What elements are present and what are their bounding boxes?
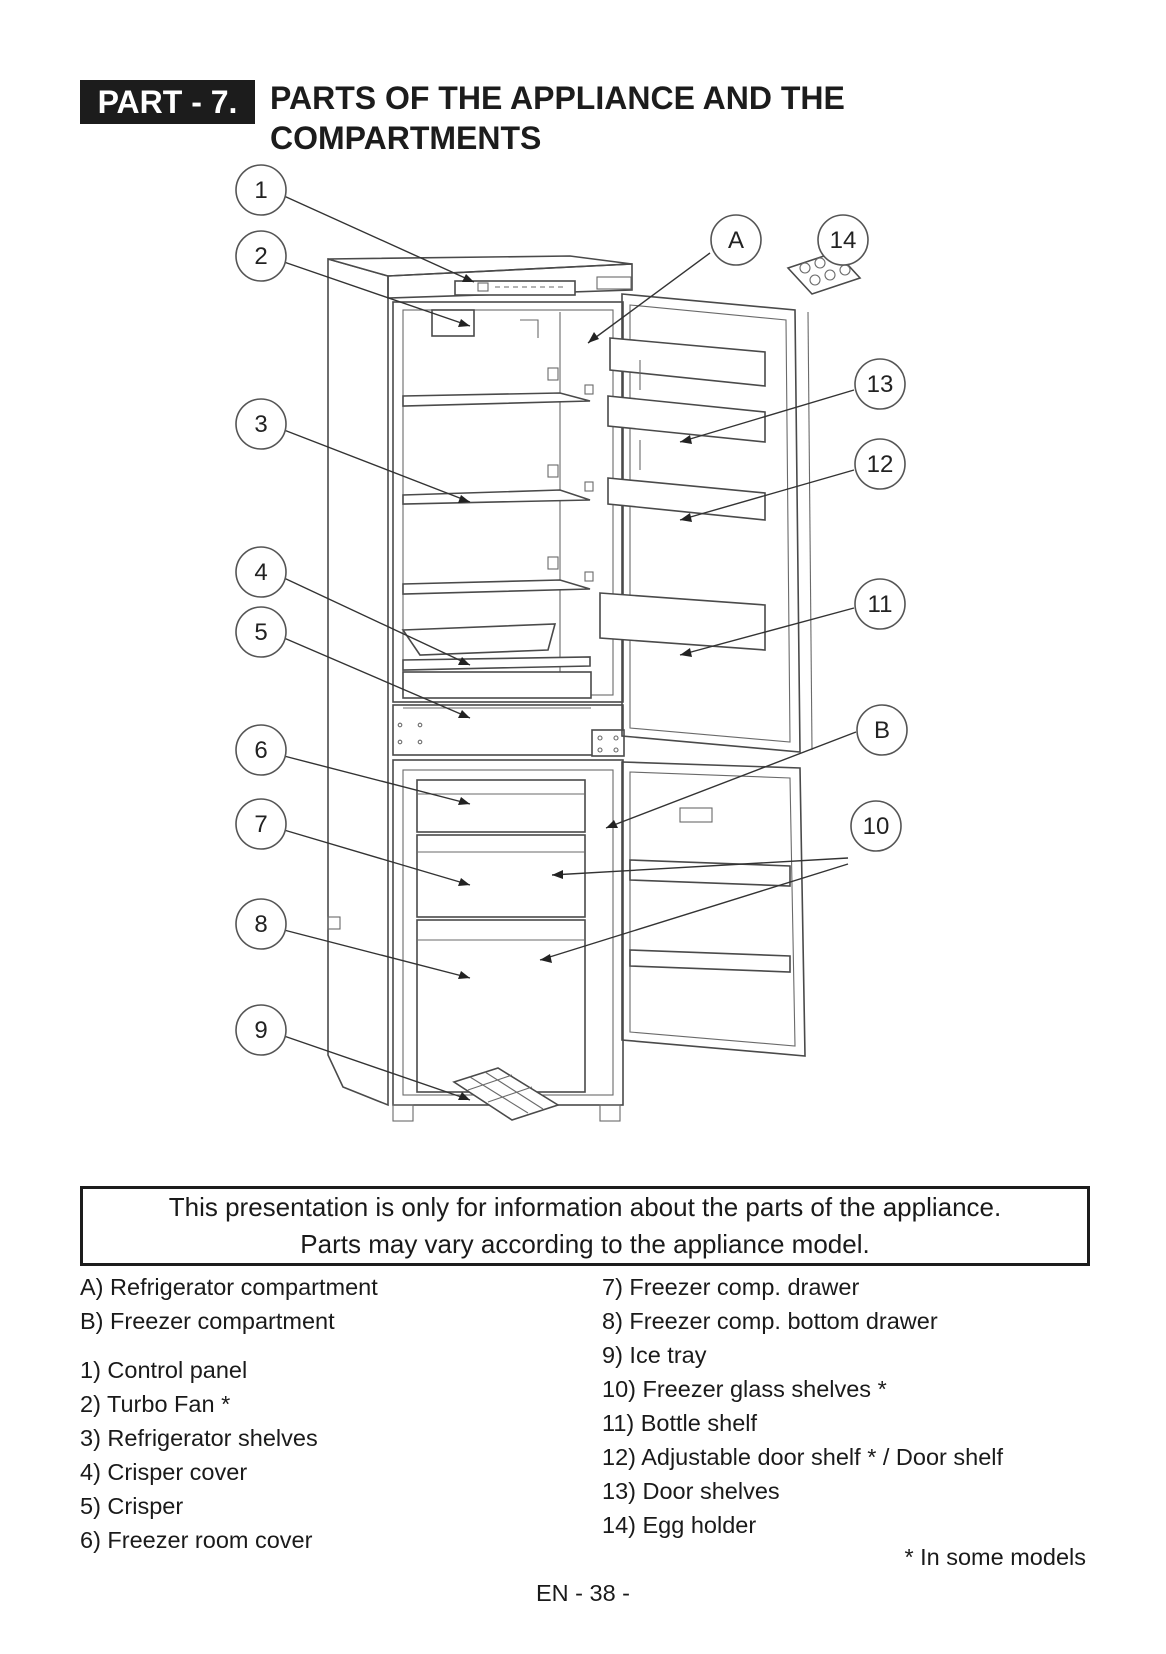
callout-9: 9 (235, 1004, 287, 1056)
svg-text:2: 2 (254, 243, 267, 270)
legend-item: 8) Freezer comp. bottom drawer (602, 1308, 938, 1334)
legend-gap (80, 1338, 378, 1353)
notice-box: This presentation is only for informatio… (80, 1186, 1090, 1266)
callout-4: 4 (235, 546, 287, 598)
notice-line-1: This presentation is only for informatio… (168, 1192, 1002, 1222)
legend-item: 11) Bottle shelf (602, 1410, 758, 1436)
legend-item: 10) Freezer glass shelves * (602, 1376, 887, 1402)
callout-7: 7 (235, 798, 287, 850)
legend-item: A) Refrigerator compartment (80, 1274, 378, 1300)
control-panel (454, 276, 632, 296)
notice-line-2: Parts may vary according to the applianc… (300, 1229, 870, 1259)
callout-14: 14 (817, 214, 869, 266)
svg-text:B: B (874, 717, 890, 744)
callout-B: B (856, 704, 908, 756)
legend-item: 9) Ice tray (602, 1342, 707, 1368)
fridge-shelves (402, 367, 594, 595)
legend-item: 5) Crisper (80, 1493, 184, 1519)
compartment-divider (392, 704, 625, 757)
legend-item: 13) Door shelves (602, 1478, 780, 1504)
legend-item: 7) Freezer comp. drawer (602, 1274, 860, 1300)
callout-2: 2 (235, 230, 287, 282)
svg-text:4: 4 (254, 559, 267, 586)
legend-item: 4) Crisper cover (80, 1459, 248, 1485)
fridge-door (599, 293, 813, 753)
footnote: * In some models (904, 1544, 1086, 1570)
svg-text:8: 8 (254, 911, 267, 938)
svg-text:3: 3 (254, 411, 267, 438)
svg-text:10: 10 (863, 813, 890, 840)
page-title-line-1: PARTS OF THE APPLIANCE AND THE (270, 80, 845, 116)
callout-8: 8 (235, 898, 287, 950)
svg-text:1: 1 (254, 177, 267, 204)
legend-item: 14) Egg holder (602, 1512, 757, 1538)
legend-item: 12) Adjustable door shelf * / Door shelf (602, 1444, 1004, 1470)
callout-13: 13 (854, 358, 906, 410)
fridge-diagram: 1 2 3 4 5 6 7 8 9 10 11 12 13 14 A B (235, 164, 908, 1122)
svg-text:7: 7 (254, 811, 267, 838)
svg-text:14: 14 (830, 227, 857, 254)
svg-text:13: 13 (867, 371, 894, 398)
svg-text:12: 12 (867, 451, 894, 478)
legend-right: 7) Freezer comp. drawer 8) Freezer comp.… (602, 1270, 1003, 1542)
callout-3: 3 (235, 398, 287, 450)
leader-lines (283, 195, 857, 1101)
freezer-door (621, 761, 806, 1057)
svg-text:6: 6 (254, 737, 267, 764)
callout-10: 10 (850, 800, 902, 852)
svg-text:5: 5 (254, 619, 267, 646)
callout-12: 12 (854, 438, 906, 490)
svg-text:11: 11 (868, 591, 893, 618)
crisper (401, 623, 592, 709)
arrowheads (458, 274, 692, 1100)
callout-A: A (710, 214, 762, 266)
fridge-interior (392, 301, 624, 703)
page-title: PARTS OF THE APPLIANCE AND THE COMPARTME… (270, 78, 970, 158)
callout-1: 1 (235, 164, 287, 216)
callout-11: 11 (854, 578, 906, 630)
legend-left: A) Refrigerator compartment B) Freezer c… (80, 1270, 378, 1557)
legend-item: 2) Turbo Fan * (80, 1391, 231, 1417)
page-number: EN - 38 - (535, 1580, 631, 1606)
ice-tray (452, 1067, 560, 1121)
legend-item: B) Freezer compartment (80, 1308, 335, 1334)
svg-text:9: 9 (254, 1017, 267, 1044)
legend-item: 6) Freezer room cover (80, 1527, 313, 1553)
callout-6: 6 (235, 724, 287, 776)
part-badge: PART - 7. (80, 80, 255, 124)
legend-item: 1) Control panel (80, 1357, 248, 1383)
callout-5: 5 (235, 606, 287, 658)
svg-text:A: A (728, 227, 744, 254)
legend-item: 3) Refrigerator shelves (80, 1425, 318, 1451)
page-title-line-2: COMPARTMENTS (270, 120, 542, 156)
